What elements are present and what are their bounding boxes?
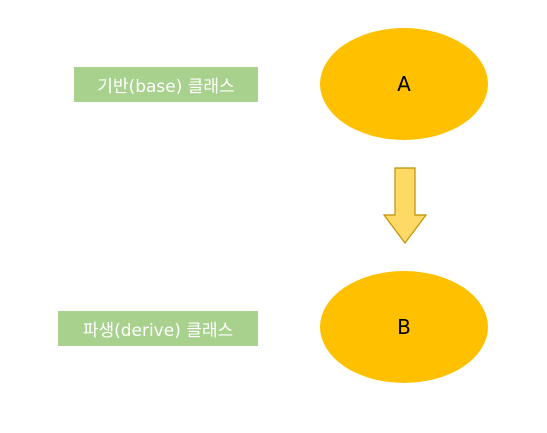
node-b: B [320, 271, 488, 383]
base-class-label: 기반(base) 클래스 [74, 67, 258, 102]
down-arrow-icon [382, 167, 428, 244]
node-a: A [320, 28, 488, 140]
derived-class-label: 파생(derive) 클래스 [58, 311, 258, 346]
